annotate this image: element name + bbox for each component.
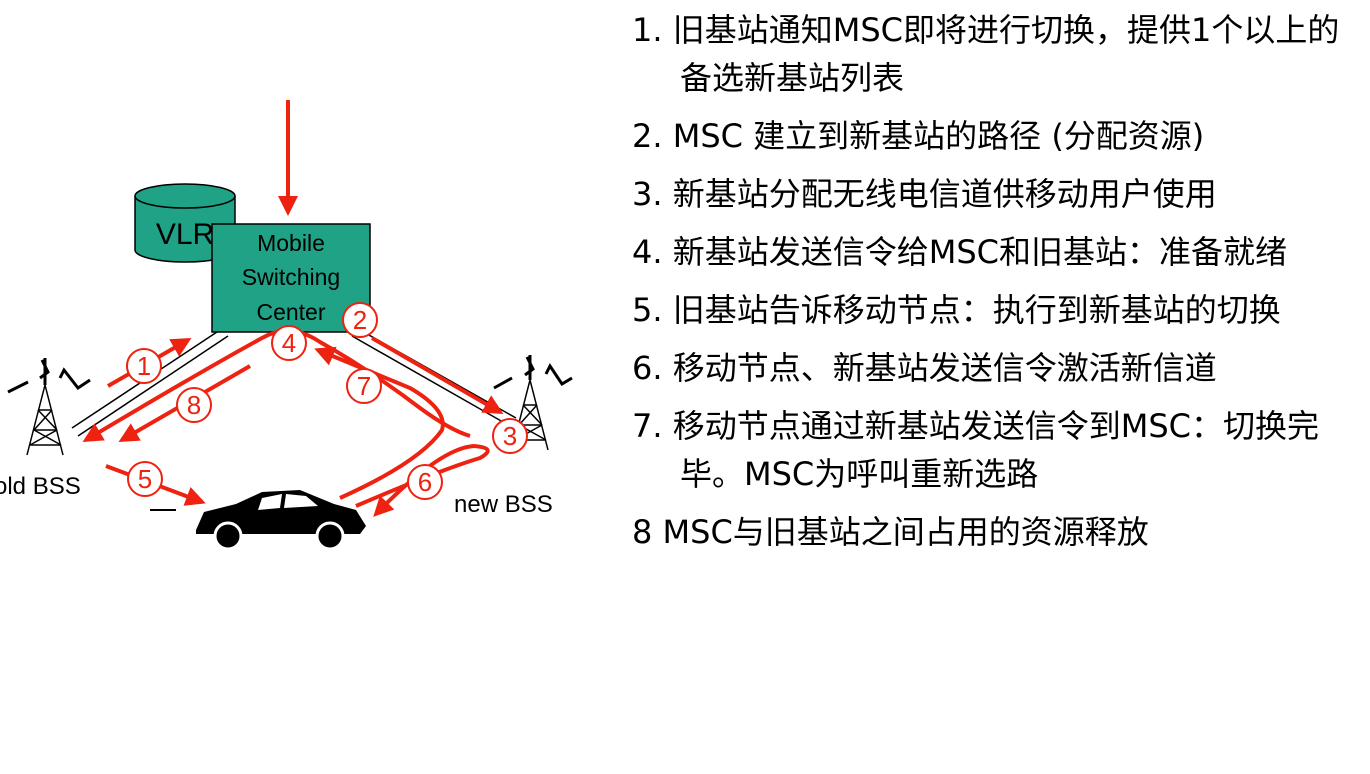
svg-text:6: 6 (418, 467, 432, 497)
marker-2: 2 (342, 302, 378, 338)
vlr-database: VLR (134, 183, 236, 263)
new-bss-tower-icon (493, 355, 573, 451)
msc-label-line-3: Center (256, 299, 325, 325)
arrow-step-2 (370, 336, 504, 415)
new-bss-label: new BSS (454, 491, 553, 518)
step-6: 6. 移动节点、新基站发送信令激活新信道 (632, 349, 1217, 387)
marker-8: 8 (176, 387, 212, 423)
arrow-step-7 (314, 346, 445, 500)
step-7: 7. 移动节点通过新基站发送信令到MSC：切换完毕。MSC为呼叫重新选路 (632, 407, 1319, 493)
marker-5: 5 (127, 461, 163, 497)
svg-text:8: 8 (187, 390, 201, 420)
step-4: 4. 新基站发送信令给MSC和旧基站：准备就绪 (632, 233, 1287, 271)
svg-text:5: 5 (138, 464, 152, 494)
svg-text:7: 7 (357, 371, 371, 401)
old-bss-label: old BSS (0, 473, 81, 500)
svg-text:1: 1 (137, 351, 151, 381)
step-3: 3. 新基站分配无线电信道供移动用户使用 (632, 175, 1217, 213)
svg-text:2: 2 (353, 305, 367, 335)
old-bss-tower-icon (7, 358, 91, 456)
msc-label-line-2: Switching (242, 264, 340, 290)
marker-7: 7 (346, 368, 382, 404)
vlr-label: VLR (156, 218, 214, 251)
step-2: 2. MSC 建立到新基站的路径 (分配资源) (632, 117, 1205, 155)
svg-text:3: 3 (503, 421, 517, 451)
car-icon (150, 490, 366, 551)
marker-4: 4 (271, 325, 307, 361)
step-5: 5. 旧基站告诉移动节点：执行到新基站的切换 (632, 291, 1281, 329)
marker-6: 6 (407, 464, 443, 500)
step-8: 8 MSC与旧基站之间占用的资源释放 (632, 513, 1149, 551)
marker-3: 3 (492, 418, 528, 454)
step-markers: 1 2 3 4 5 6 7 8 (126, 302, 528, 500)
svg-text:4: 4 (282, 328, 296, 358)
marker-1: 1 (126, 348, 162, 384)
arrow-step-4 (82, 328, 471, 443)
handoff-steps-list: 1. 旧基站通知MSC即将进行切换，提供1个以上的备选新基站列表 2. MSC … (632, 6, 1368, 566)
step-1: 1. 旧基站通知MSC即将进行切换，提供1个以上的备选新基站列表 (632, 11, 1340, 97)
msc-label-line-1: Mobile (257, 230, 325, 256)
handoff-diagram: VLR Mobile Switching Center old BS (0, 100, 573, 551)
